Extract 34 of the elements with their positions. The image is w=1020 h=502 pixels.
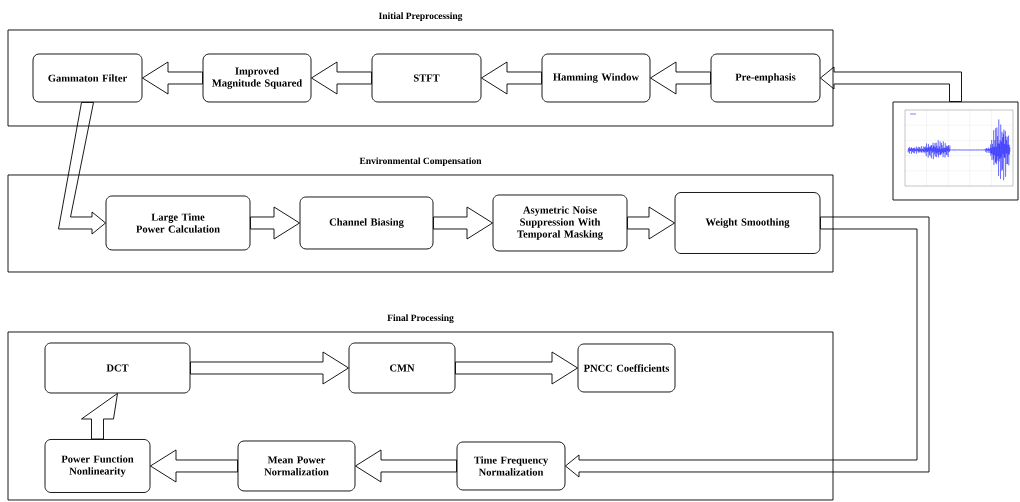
process-box: DCT	[44, 342, 191, 394]
block-arrow	[58, 102, 106, 235]
block-arrow	[311, 61, 372, 95]
process-box: STFT	[371, 53, 482, 103]
process-box: CMN	[348, 342, 456, 394]
block-arrow	[455, 351, 578, 385]
block-arrow	[565, 216, 930, 478]
process-box: Gammaton Filter	[32, 53, 143, 103]
process-box: PNCC Coefficients	[577, 343, 676, 393]
process-box: Weight Smoothing	[674, 192, 821, 254]
process-box: Channel Biasing	[299, 196, 434, 250]
signal-plot-frame	[892, 101, 1019, 201]
block-arrow	[481, 61, 542, 95]
block-arrow	[250, 206, 300, 240]
node-label: Initial Preprocessing	[378, 12, 463, 22]
block-arrow	[355, 449, 457, 483]
block-arrow	[627, 206, 675, 240]
process-box: Asymetric Noise Suppression With Temporal Masking	[492, 194, 628, 252]
block-arrow	[190, 351, 349, 385]
block-arrow	[820, 66, 962, 102]
process-box: Mean Power Normalization	[237, 440, 356, 492]
process-box: Pre-emphasis	[710, 53, 821, 103]
block-arrow	[81, 393, 118, 440]
process-box: Power Function Nonlinearity	[44, 439, 151, 493]
node-label: Environmental Compensation	[359, 157, 482, 167]
block-arrow	[142, 61, 203, 95]
process-box: Improved Magnitude Squared	[202, 53, 312, 103]
block-arrow	[150, 449, 238, 483]
process-box: Large Time Power Calculation	[105, 195, 251, 251]
block-arrow	[433, 206, 493, 240]
process-box: Hamming Window	[541, 53, 651, 103]
node-label: Final Processing	[387, 314, 454, 324]
process-box: Time Frequency Normalization	[456, 441, 566, 491]
block-arrow	[650, 61, 711, 95]
